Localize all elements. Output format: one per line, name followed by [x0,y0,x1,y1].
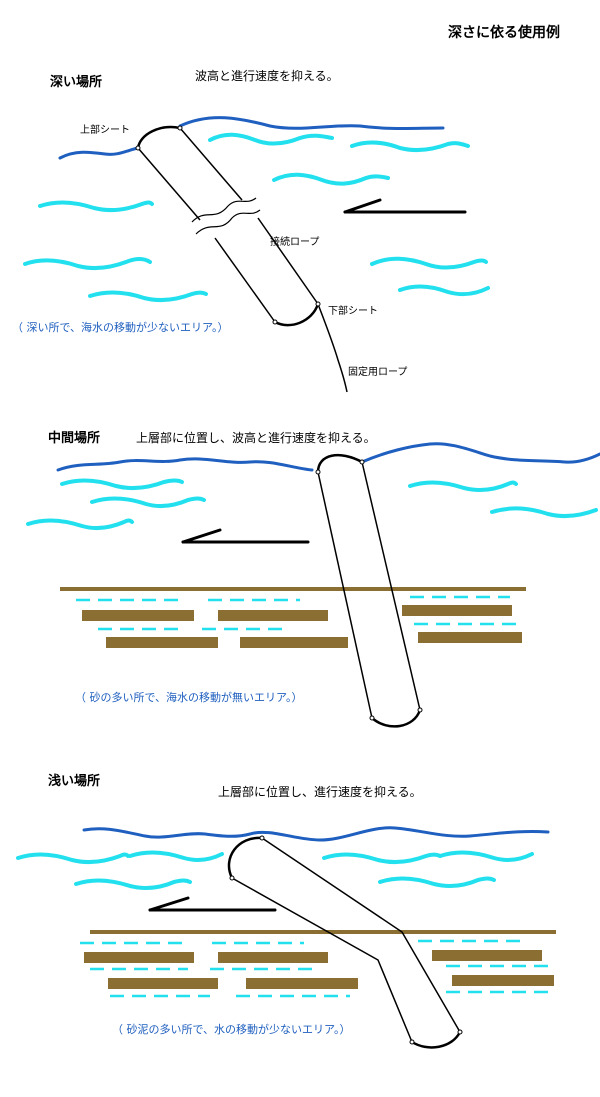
deep-description: 波高と進行速度を抑える。 [195,69,339,83]
middle-wave [26,518,134,531]
middle-sediment [60,587,526,648]
deep-current-arrow [343,198,467,214]
middle-heading: 中間場所 [48,431,101,446]
deep-section-graphics [23,116,490,393]
shallow-description: 上層部に位置し、進行速度を抑える。 [218,785,422,799]
bottom-sheet-label: 下部シート [328,306,378,317]
shallow-wave [378,876,496,889]
shallow-current-arrow [148,896,277,912]
deep-wave [398,284,490,297]
middle-current-arrow [181,528,310,544]
shallow-note: （ 砂泥の多い所で、水の移動が少ないエリア。） [112,1023,351,1036]
middle-note: （ 砂の多い所で、海水の移動が無いエリア。） [75,691,303,704]
shallow-wave [16,852,130,865]
shallow-tube [227,835,463,1049]
anchor-rope-label: 固定用ロープ [348,367,408,378]
middle-description: 上層部に位置し、波高と進行速度を抑える。 [136,431,376,445]
top-sheet-label: 上部シート [80,125,130,136]
middle-section-graphics [26,442,600,728]
middle-wave [490,506,598,519]
deep-note: （ 深い所で、海水の移動が少ないエリア。） [12,321,229,334]
shallow-wave [128,850,224,863]
deep-wave [88,290,208,303]
shallow-heading: 浅い場所 [48,774,101,789]
shallow-wave [74,878,192,891]
page-title: 深さに依る使用例 [448,25,560,41]
deep-water-surface [58,116,445,160]
middle-water-surface [56,442,600,472]
shallow-sediment [84,930,556,989]
connect-rope-label: 接続ロープ [270,237,320,248]
middle-wave [90,496,206,509]
shallow-sand-dashes [80,939,552,998]
shallow-wave [438,850,534,863]
deep-tube [135,125,348,393]
middle-tube [315,454,423,728]
deep-wave [370,256,488,270]
middle-sand-dashes [76,595,520,631]
deep-wave [208,132,334,146]
deep-wave [38,200,154,213]
shallow-wave [322,852,442,865]
deep-wave [23,257,152,271]
deep-heading: 深い場所 [50,75,103,90]
shallow-section-graphics [16,826,556,1049]
middle-wave [60,478,184,491]
deep-wave [272,172,390,186]
shallow-water-surface [82,826,550,842]
deep-wave [350,140,470,153]
middle-wave [408,480,518,493]
